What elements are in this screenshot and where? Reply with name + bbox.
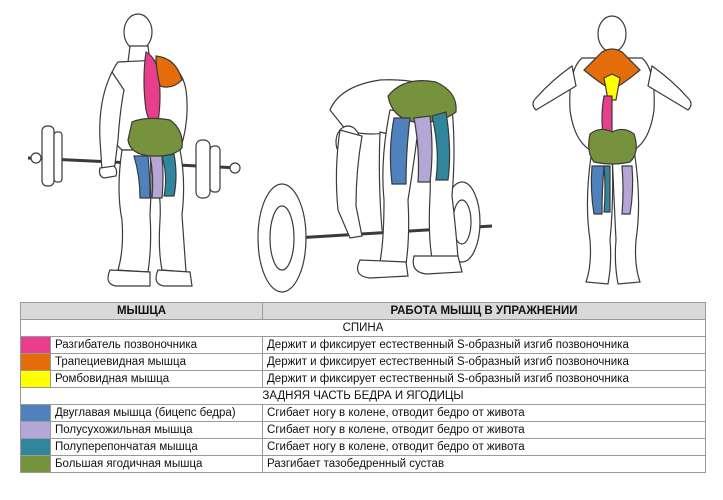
table-header-row: МЫШЦА РАБОТА МЫШЦ В УПРАЖНЕНИИ [19,302,706,320]
semitendinosus-fig3 [621,165,634,215]
color-swatch-cell [20,438,51,456]
muscle-work-cell: Держит и фиксирует естественный S-образн… [262,353,706,371]
table-section-row: ЗАДНЯЯ ЧАСТЬ БЕДРА И ЯГОДИЦЫ [20,387,706,405]
color-swatch-cell [20,404,51,422]
color-swatch-cell [20,370,51,388]
muscle-work-cell: Сгибает ногу в колене, отводит бедро от … [262,404,706,422]
trapezius-muscle-fig3 [583,48,641,91]
anatomy-back-figure [532,15,692,285]
muscle-work-cell: Сгибает ногу в колене, отводит бедро от … [262,421,706,439]
barbell-left [27,125,241,199]
color-swatch-cell [20,455,51,473]
color-swatch-cell [20,336,51,354]
color-swatch [21,371,50,387]
muscle-work-cell: Держит и фиксирует естественный S-образн… [262,336,706,354]
color-swatch-cell [20,353,51,371]
biceps-femoris-fig1 [133,155,151,199]
semimembranosus-fig1 [161,153,177,197]
muscle-work-cell: Держит и фиксирует естественный S-образн… [262,370,706,388]
header-work: РАБОТА МЫШЦ В УПРАЖНЕНИИ [262,302,706,320]
color-swatch [21,405,50,421]
muscle-name-cell: Большая ягодичная мышца [49,455,264,473]
header-muscle: МЫШЦА [19,302,264,320]
color-swatch [21,456,50,472]
trapezius-muscle-fig1 [155,55,183,88]
section-title: ЗАДНЯЯ ЧАСТЬ БЕДРА И ЯГОДИЦЫ [20,387,706,405]
color-swatch [21,354,50,370]
glute-muscle-fig3 [588,128,637,165]
biceps-femoris-fig2 [389,117,411,185]
bent-over-deadlift-figure [257,79,493,293]
semimembranosus-fig2 [431,111,451,181]
muscle-name-cell: Ромбовидная мышца [49,370,264,388]
muscle-work-cell: Разгибает тазобедренный сустав [262,455,706,473]
table-row: Двуглавая мышца (бицепс бедра)Сгибает но… [20,404,706,422]
muscle-name-cell: Двуглавая мышца (бицепс бедра) [49,404,264,422]
exercise-illustrations [27,13,692,293]
color-swatch [21,439,50,455]
muscle-name-cell: Полуперепончатая мышца [49,438,264,456]
color-swatch [21,422,50,438]
muscle-name-cell: Разгибатель позвоночника [49,336,264,354]
color-swatch-cell [20,421,51,439]
color-swatch [21,337,50,353]
muscle-name-cell: Полусухожильная мышца [49,421,264,439]
section-title: СПИНА [20,319,706,337]
semimembranosus-fig3 [603,165,611,213]
semitendinosus-fig2 [413,115,433,183]
muscle-work-cell: Сгибает ногу в колене, отводит бедро от … [262,438,706,456]
biceps-femoris-fig3 [590,165,605,215]
semitendinosus-fig1 [149,155,164,199]
glute-muscle-fig1 [127,117,183,157]
table-section-row: СПИНА [20,319,706,337]
standing-deadlift-figure [27,13,241,287]
muscle-name-cell: Трапециевидная мышца [49,353,264,371]
